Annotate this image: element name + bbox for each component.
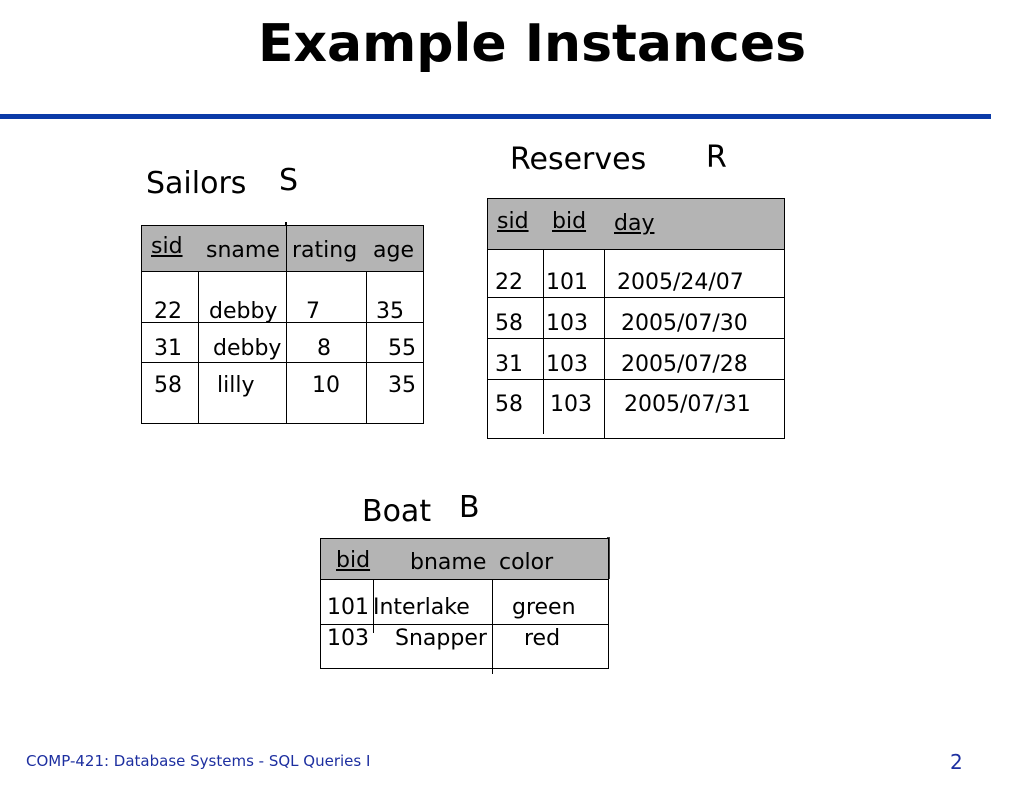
- boat-header-bname: bname: [410, 550, 487, 575]
- sailors-cell-age: 55: [388, 336, 416, 361]
- sailors-col-divider: [198, 271, 199, 423]
- sailors-cell-sname: debby: [213, 336, 282, 361]
- course-footer: COMP-421: Database Systems - SQL Queries…: [26, 752, 371, 770]
- sailors-cell-rating: 7: [306, 299, 320, 324]
- reserves-letter: R: [706, 140, 727, 175]
- reserves-row-divider: [488, 379, 784, 380]
- sailors-cell-sid: 22: [154, 299, 182, 324]
- reserves-header-day: day: [614, 211, 655, 236]
- boat-col-divider: [492, 579, 493, 674]
- sailors-cell-age: 35: [388, 373, 416, 398]
- reserves-header-row: [488, 199, 784, 250]
- sailors-table: sid sname rating age 22 debby 7 35 31 de…: [141, 222, 424, 424]
- sailors-row-divider: [142, 322, 423, 323]
- boat-header-color: color: [499, 550, 554, 575]
- boat-cell-color: red: [524, 626, 561, 651]
- reserves-row-divider: [488, 338, 784, 339]
- reserves-cell-sid: 22: [495, 270, 523, 295]
- sailors-cell-sname: debby: [209, 299, 278, 324]
- title-divider: [0, 114, 991, 119]
- sailors-cell-sid: 31: [154, 336, 182, 361]
- sailors-header-rating: rating: [292, 238, 358, 263]
- reserves-cell-bid: 101: [546, 270, 588, 295]
- sailors-header-row: [142, 226, 423, 272]
- boat-cell-bname: Snapper: [395, 626, 487, 651]
- page-number: 2: [950, 750, 963, 774]
- sailors-row-divider: [142, 362, 423, 363]
- reserves-cell-day: 2005/07/28: [621, 352, 748, 377]
- reserves-cell-bid: 103: [550, 392, 592, 417]
- reserves-row-divider: [488, 297, 784, 298]
- boat-header-row: [321, 539, 608, 580]
- reserves-cell-sid: 58: [495, 392, 523, 417]
- reserves-cell-bid: 103: [546, 352, 588, 377]
- slide-title: Example Instances: [257, 14, 807, 74]
- sailors-cell-rating: 8: [317, 336, 331, 361]
- sailors-header-sname: sname: [206, 238, 280, 263]
- boat-cell-bid: 101: [327, 595, 369, 620]
- reserves-table: sid bid day 22 101 2005/24/07 58 103 200…: [487, 198, 785, 439]
- reserves-cell-day: 2005/07/31: [624, 392, 751, 417]
- sailors-header-age: age: [373, 238, 414, 263]
- boat-col-divider: [373, 579, 374, 633]
- sailors-divider-stub: [285, 222, 286, 226]
- reserves-col-divider: [543, 249, 544, 434]
- reserves-cell-day: 2005/07/30: [621, 311, 748, 336]
- reserves-header-bid: bid: [552, 209, 587, 234]
- reserves-cell-sid: 31: [495, 352, 523, 377]
- reserves-cell-day: 2005/24/07: [617, 270, 744, 295]
- boat-cell-bname: Interlake: [373, 595, 470, 620]
- boat-row-divider: [321, 624, 608, 625]
- sailors-label: Sailors: [146, 166, 247, 201]
- boat-label: Boat: [362, 494, 432, 529]
- reserves-cell-sid: 58: [495, 311, 523, 336]
- boat-cell-bid: 103: [327, 626, 369, 651]
- boat-cell-color: green: [512, 595, 576, 620]
- reserves-label: Reserves: [510, 142, 647, 177]
- sailors-header-sid: sid: [151, 234, 183, 259]
- sailors-cell-rating: 10: [312, 373, 340, 398]
- boat-table: bid bname color 101 Interlake green 103 …: [320, 538, 609, 674]
- reserves-header-sid: sid: [497, 209, 529, 234]
- sailors-col-divider: [366, 271, 367, 423]
- sailors-cell-sid: 58: [154, 373, 182, 398]
- boat-header-bid: bid: [336, 548, 371, 573]
- boat-letter: B: [459, 490, 480, 525]
- sailors-cell-sname: lilly: [217, 373, 255, 398]
- sailors-letter: S: [279, 163, 299, 198]
- reserves-cell-bid: 103: [546, 311, 588, 336]
- sailors-cell-age: 35: [376, 299, 404, 324]
- reserves-col-divider: [604, 249, 605, 438]
